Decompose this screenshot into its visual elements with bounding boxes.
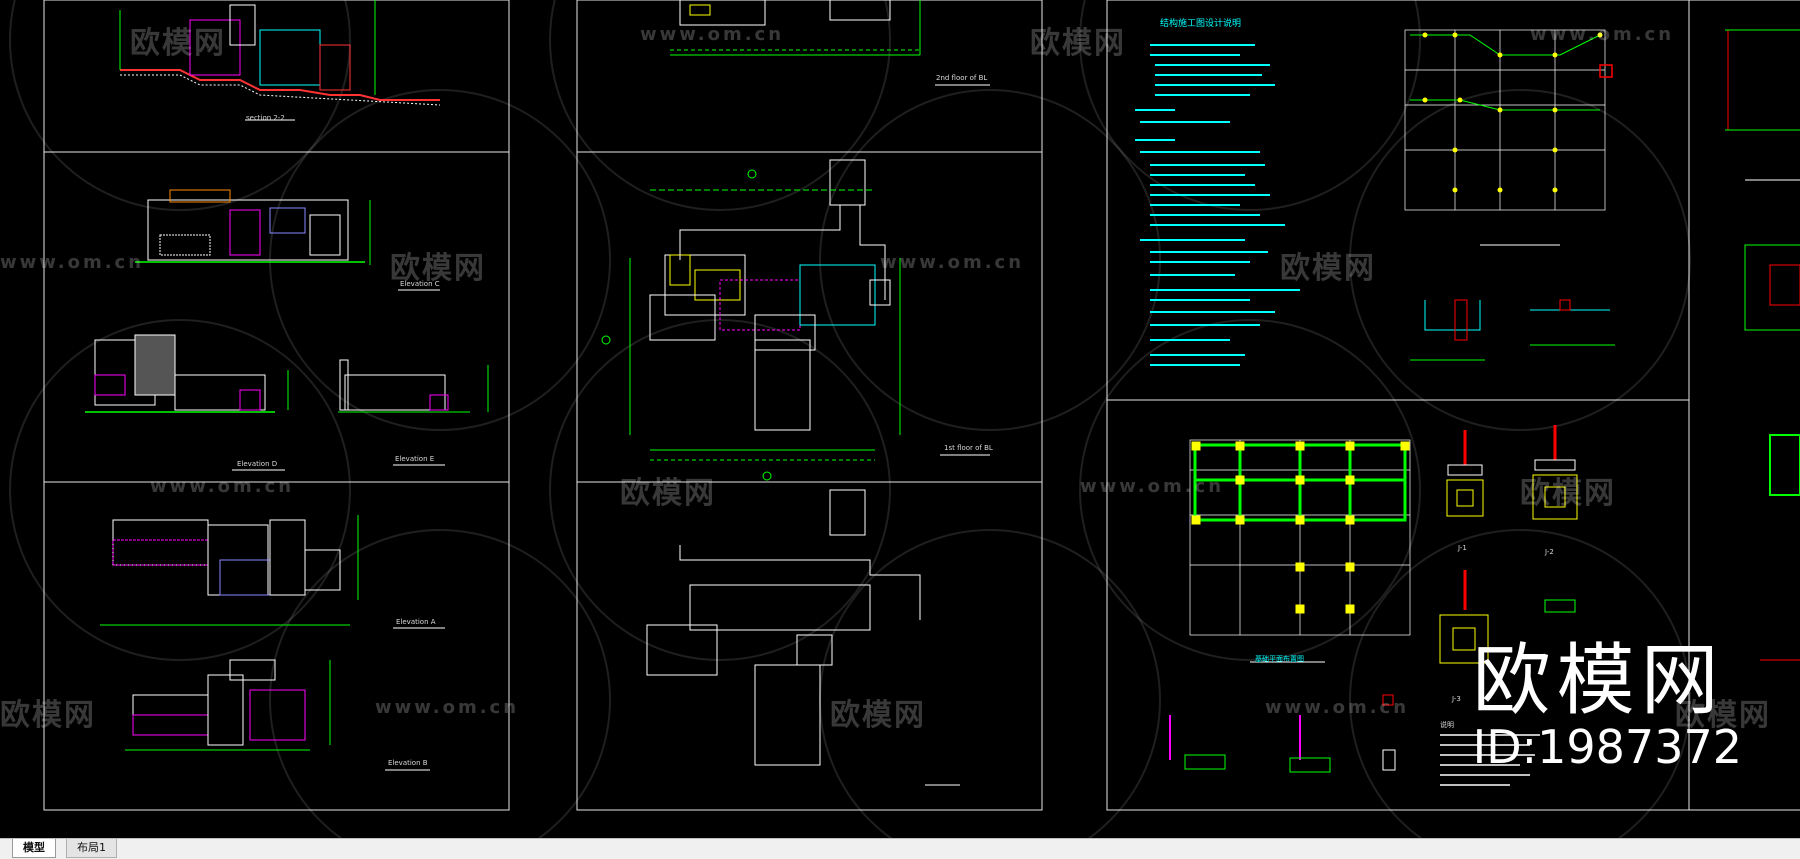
watermark-url: www.om.cn bbox=[640, 24, 785, 45]
label-elevation-d: Elevation D bbox=[237, 460, 278, 468]
watermark-url: www.om.cn bbox=[150, 476, 295, 497]
sheet-frame-elevations-top bbox=[43, 0, 510, 153]
watermark-brand: 欧模网 bbox=[390, 251, 486, 286]
label-footing-j2: J-2 bbox=[1545, 548, 1554, 556]
drawing-elevation-c bbox=[135, 189, 440, 291]
tab-layout1[interactable]: 布局1 bbox=[66, 839, 117, 858]
sheet-frame-elevations-bottom bbox=[43, 481, 510, 811]
sheet-frame-elevations-mid bbox=[43, 151, 510, 483]
drawing-structural-notes bbox=[1135, 44, 1300, 366]
cad-drawing-canvas[interactable] bbox=[0, 0, 1800, 838]
watermark-url: www.om.cn bbox=[1265, 697, 1410, 718]
watermark-brand: 欧模网 bbox=[0, 698, 96, 733]
watermark-url: www.om.cn bbox=[1530, 24, 1675, 45]
sheet-frame-structure-right bbox=[1688, 0, 1800, 811]
watermark-url: www.om.cn bbox=[375, 697, 520, 718]
watermark-brand: 欧模网 bbox=[1030, 26, 1126, 61]
label-2nd-floor: 2nd floor of BL bbox=[936, 74, 988, 82]
drawing-elevation-d bbox=[85, 334, 289, 471]
drawing-partial-sheet-right bbox=[1725, 29, 1800, 661]
label-notes: 说明 bbox=[1440, 721, 1454, 729]
label-elevation-b: Elevation B bbox=[388, 759, 428, 767]
label-foundation-plan: 基础平面布置图 bbox=[1255, 655, 1304, 663]
sheet-frame-plans-bottom bbox=[576, 481, 1043, 811]
watermark-url: www.om.cn bbox=[1080, 476, 1225, 497]
label-elevation-c: Elevation C bbox=[400, 280, 440, 288]
drawing-structural-details bbox=[1410, 299, 1615, 361]
label-1st-floor: 1st floor of BL bbox=[944, 444, 993, 452]
watermark-url: www.om.cn bbox=[0, 252, 145, 273]
drawing-roof-plan bbox=[646, 489, 960, 786]
brand-watermark-name: 欧模网 bbox=[1472, 636, 1725, 726]
watermark-brand: 欧模网 bbox=[830, 698, 926, 733]
watermark-brand: 欧模网 bbox=[1520, 476, 1616, 511]
label-elevation-e: Elevation E bbox=[395, 455, 435, 463]
brand-watermark-overlay: 欧模网 ID:1987372 bbox=[1473, 642, 1742, 770]
drawing-foundation-plan bbox=[1189, 439, 1411, 663]
drawing-elevation-a bbox=[100, 515, 445, 629]
drawing-section-2-2 bbox=[119, 0, 441, 121]
drawing-2nd-floor-plan bbox=[670, 0, 990, 86]
label-elevation-a: Elevation A bbox=[396, 618, 436, 626]
watermark-brand: 欧模网 bbox=[1280, 251, 1376, 286]
watermark-url: www.om.cn bbox=[880, 252, 1025, 273]
label-footing-j1: J-1 bbox=[1458, 544, 1467, 552]
watermark-brand: 欧模网 bbox=[620, 476, 716, 511]
layout-tab-bar: 模型 布局1 bbox=[0, 838, 1800, 859]
brand-watermark-id: ID:1987372 bbox=[1472, 720, 1742, 774]
label-structure-title: 结构施工图设计说明 bbox=[1160, 19, 1242, 29]
drawing-1st-floor-plan bbox=[601, 159, 990, 481]
drawing-footing-notes bbox=[1440, 734, 1540, 786]
watermark-brand: 欧模网 bbox=[1675, 698, 1771, 733]
watermark-brand: 欧模网 bbox=[130, 26, 226, 61]
sheet-frame-plans-mid bbox=[576, 151, 1043, 483]
drawing-footing-details bbox=[1169, 425, 1578, 773]
label-section-2-2: section 2-2 bbox=[246, 114, 285, 122]
drawing-elevation-b bbox=[125, 659, 430, 771]
tab-model[interactable]: 模型 bbox=[12, 839, 56, 858]
cad-model-viewport[interactable]: section 2-2 Elevation C Elevation D Elev… bbox=[0, 0, 1800, 838]
drawing-column-grid-plan bbox=[1404, 29, 1613, 246]
drawing-elevation-e bbox=[338, 359, 489, 466]
label-footing-j3: J-3 bbox=[1452, 695, 1461, 703]
